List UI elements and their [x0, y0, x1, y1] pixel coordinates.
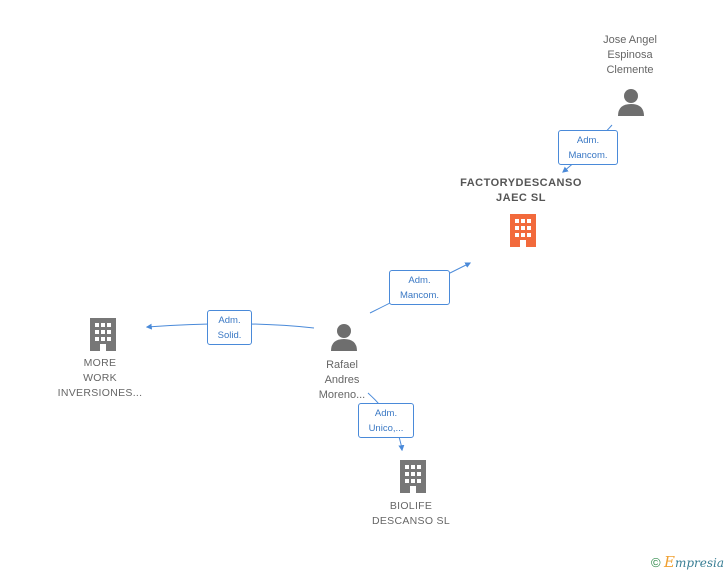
edge-label-rafael-biolife[interactable]: Adm. Unico,... — [358, 403, 414, 438]
person-icon — [618, 89, 644, 116]
edge-role-detail: Solid. — [217, 330, 242, 341]
edge-role: Adm. — [576, 135, 600, 146]
building-icon — [90, 318, 116, 351]
edge-role-detail: Mancom. — [568, 150, 608, 161]
edge-role: Adm. — [374, 408, 398, 419]
empresia-logo: Empresia — [663, 553, 724, 571]
person-name-jose[interactable]: Jose Angel Espinosa Clemente — [603, 34, 657, 76]
company-name-biolife[interactable]: BIOLIFE DESCANSO SL — [372, 500, 450, 527]
person-name-rafael[interactable]: Rafael Andres Moreno... — [318, 359, 366, 401]
copyright-symbol: © — [651, 555, 661, 570]
edge-label-rafael-factory[interactable]: Adm. Mancom. — [389, 270, 450, 305]
edge-role-detail: Mancom. — [399, 290, 440, 301]
edge-role: Adm. — [408, 275, 431, 286]
person-icon — [331, 324, 357, 351]
building-icon — [510, 214, 536, 247]
edge-role-detail: Unico,... — [368, 423, 404, 434]
company-name-more-work[interactable]: MORE WORK INVERSIONES... — [57, 357, 143, 399]
building-icon — [400, 460, 426, 493]
edge-label-jose-factory[interactable]: Adm. Mancom. — [558, 130, 618, 165]
edge-role: Adm. — [218, 315, 241, 326]
company-name-factorydescanso[interactable]: FACTORYDESCANSO JAEC SL — [460, 177, 582, 204]
edge-label-rafael-more[interactable]: Adm. Solid. — [207, 310, 252, 345]
empresia-footer[interactable]: © Empresia — [651, 553, 724, 571]
